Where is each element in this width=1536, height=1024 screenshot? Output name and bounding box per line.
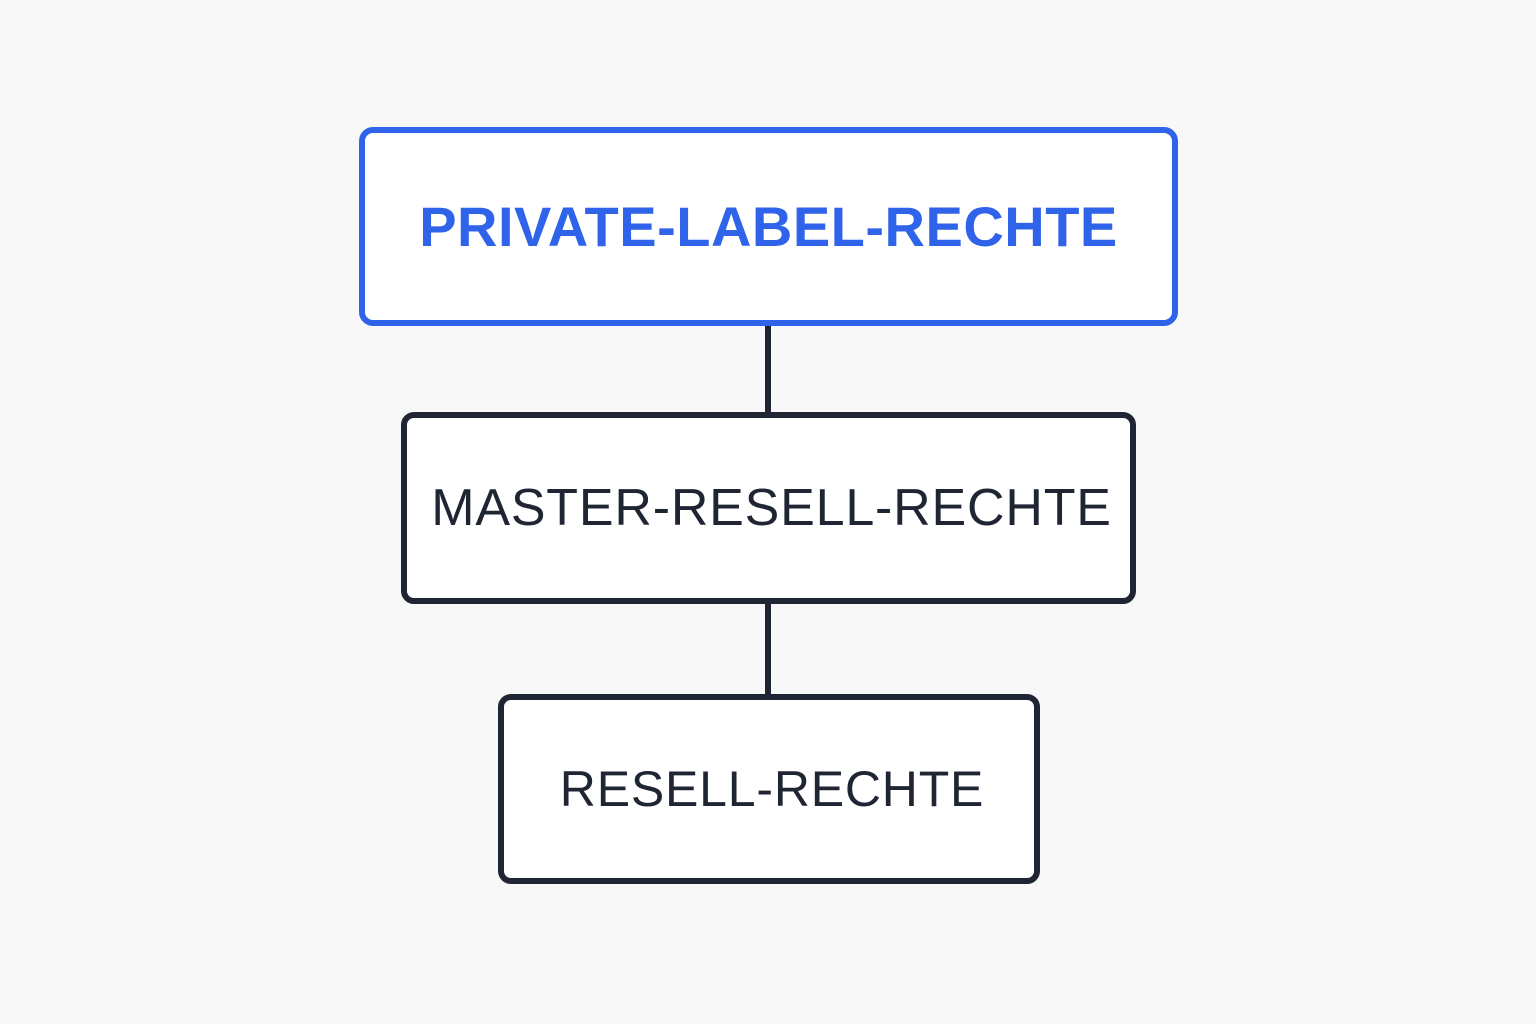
connector-middle-to-bottom [765,604,771,694]
node-label-private-label-rechte: PRIVATE-LABEL-RECHTE [419,194,1118,258]
node-private-label-rechte: PRIVATE-LABEL-RECHTE [359,127,1178,326]
node-label-master-resell-rechte: MASTER-RESELL-RECHTE [431,479,1112,537]
node-label-resell-rechte: RESELL-RECHTE [559,761,985,817]
node-master-resell-rechte: MASTER-RESELL-RECHTE [401,412,1136,604]
node-resell-rechte: RESELL-RECHTE [498,694,1040,884]
connector-top-to-middle [765,326,771,412]
